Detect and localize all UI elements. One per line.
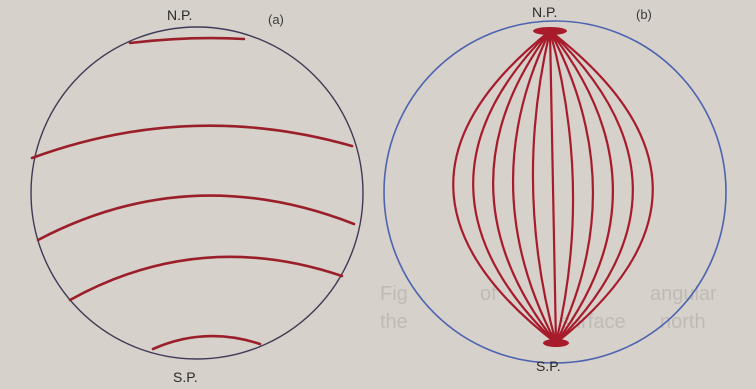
bleed-text-5: surface (560, 311, 626, 333)
north-pole-label-a: N.P. (167, 7, 192, 23)
bleed-text-4: the (380, 311, 408, 333)
meridian-line (549, 30, 595, 344)
panel-label-b: (b) (636, 7, 652, 22)
meridian-line (492, 30, 557, 344)
bleed-text-1: Fig (380, 283, 408, 305)
parallel-lines-a (30, 36, 356, 351)
parallel-line-5 (151, 334, 262, 351)
bleed-text-2: of (480, 283, 497, 305)
meridian-line (549, 30, 634, 344)
meridian-line (549, 30, 654, 344)
north-pole-label-b: N.P. (532, 4, 557, 20)
parallel-line-1 (128, 36, 246, 45)
bleed-text-3: angular (650, 283, 717, 305)
figure-b: N.P. (b) S.P. (383, 4, 727, 374)
parallel-line-2 (30, 124, 354, 160)
figure-a: N.P. (a) S.P. (30, 7, 364, 385)
meridian-line (511, 30, 557, 344)
sphere-outline-a (30, 26, 364, 360)
meridian-line (548, 30, 558, 344)
meridian-line (531, 30, 558, 344)
parallel-line-3 (36, 194, 356, 242)
meridian-line (472, 30, 557, 344)
south-pole-label-b: S.P. (536, 358, 561, 374)
south-pole-convergence (543, 339, 569, 347)
south-pole-label-a: S.P. (173, 369, 198, 385)
meridian-line (548, 30, 575, 344)
panel-label-a: (a) (268, 12, 284, 27)
sphere-outline-b (383, 20, 727, 364)
meridian-lines-b (452, 30, 654, 344)
parallel-line-4 (68, 255, 344, 302)
meridian-line (452, 30, 557, 344)
north-pole-convergence (533, 27, 567, 35)
meridian-line (549, 30, 614, 344)
